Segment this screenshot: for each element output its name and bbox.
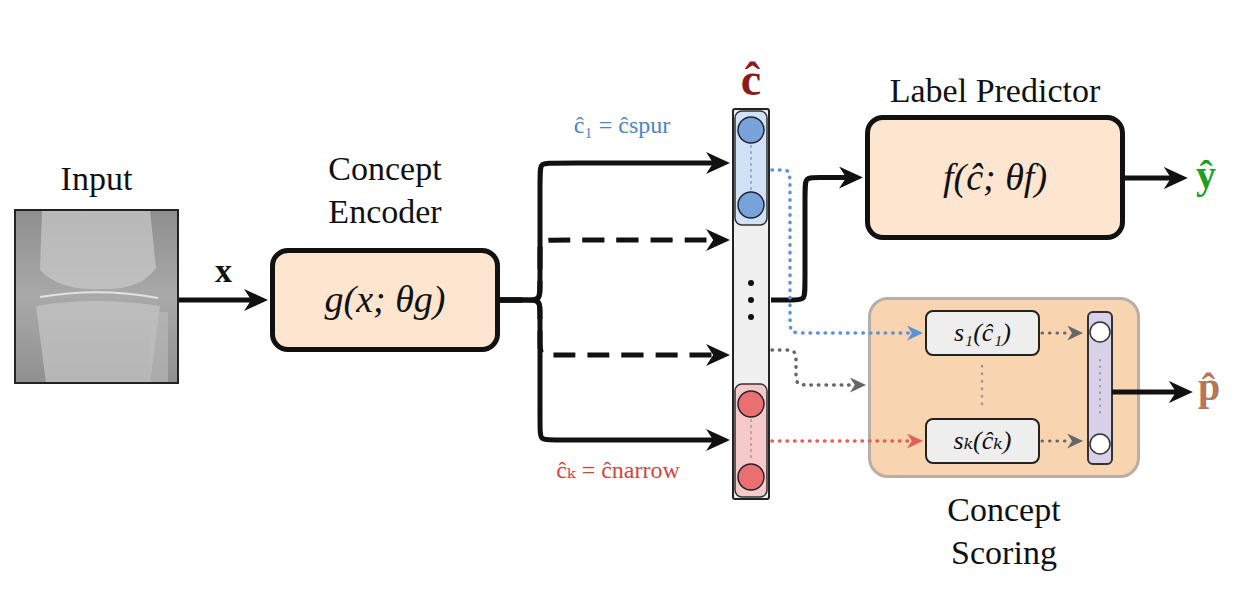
ellipsis-dot [748,297,754,303]
output-label: ŷ [1196,152,1216,197]
score-unit [1090,434,1110,454]
image-frame [15,210,178,383]
spur-group [735,111,767,225]
arrow-connector [771,178,846,301]
score-box: s₁(ĉ₁) [925,310,1040,356]
text-holder: ĉ [641,51,861,109]
edge-label: x [212,252,235,289]
output-arrow [1125,176,1171,181]
text-holder: f(ĉ; θf) [943,154,1047,202]
formula-text: f(ĉ; θf) [943,156,1047,198]
score-box: sₖ(ĉₖ) [925,418,1040,464]
formula-text: g(x; θg) [325,278,446,320]
node-title: Label Predictor [890,70,1101,113]
output-label: p̂ [1198,364,1220,409]
fork-branch [500,240,713,300]
node-title: Concept Encoder [275,148,495,233]
text-holder: sₖ(ĉₖ) [954,425,1012,458]
text-holder: Label Predictor [885,70,1105,113]
dotted-connector [772,439,912,443]
concept-label: ĉ₁ = ĉspur [574,112,671,138]
process-box: Concept Encoderg(x; θg) [270,248,500,352]
tibia-shape [36,301,160,383]
xray-image [15,210,178,383]
arrow-connector [179,298,251,303]
vector-title: ĉ [741,51,761,109]
concept-unit [738,391,764,417]
text-holder: Concept Encoder [275,148,495,233]
ellipsis-dot [748,280,754,286]
label-holder: p̂ [1198,362,1220,412]
fibula-shape [150,312,168,383]
text-holder: Concept Scoring [894,489,1114,574]
xray-ground [15,210,178,383]
concept-unit [738,117,764,143]
score-vector [1088,312,1112,464]
concept-label: ĉₖ = ĉnarrow [556,457,680,483]
label-holder: ĉ₁ = ĉspur [574,110,671,140]
text-holder: g(x; θg) [325,276,446,324]
group-dots [750,420,752,462]
text-holder: Input [0,158,207,201]
concept-unit [738,192,764,218]
narrow-group [735,384,767,497]
ellipsis-dot [748,314,754,320]
label-holder: ĉₖ = ĉnarrow [556,455,680,485]
node-title: Input [61,158,133,201]
fork-branch [500,163,713,300]
dotted-connector [772,350,855,385]
process-box: Label Predictorf(ĉ; θf) [865,115,1125,240]
group-dots [750,146,752,190]
joint-line [40,292,158,298]
concept-unit [738,464,764,490]
formula-text: s₁(ĉ₁) [954,318,1011,347]
label-holder: ŷ [1196,150,1216,200]
fork-branches [500,163,713,355]
arrow-connector [500,300,713,440]
label-holder: x [212,250,235,293]
vertical-dots [1099,360,1101,418]
fork-branch [500,300,713,355]
score-unit [1090,322,1110,342]
text-holder: s₁(ĉ₁) [954,317,1011,350]
formula-text: sₖ(ĉₖ) [954,426,1012,455]
output-arrow [1112,390,1176,395]
femur-shape [40,210,156,289]
node-title: Concept Scoring [894,489,1114,574]
